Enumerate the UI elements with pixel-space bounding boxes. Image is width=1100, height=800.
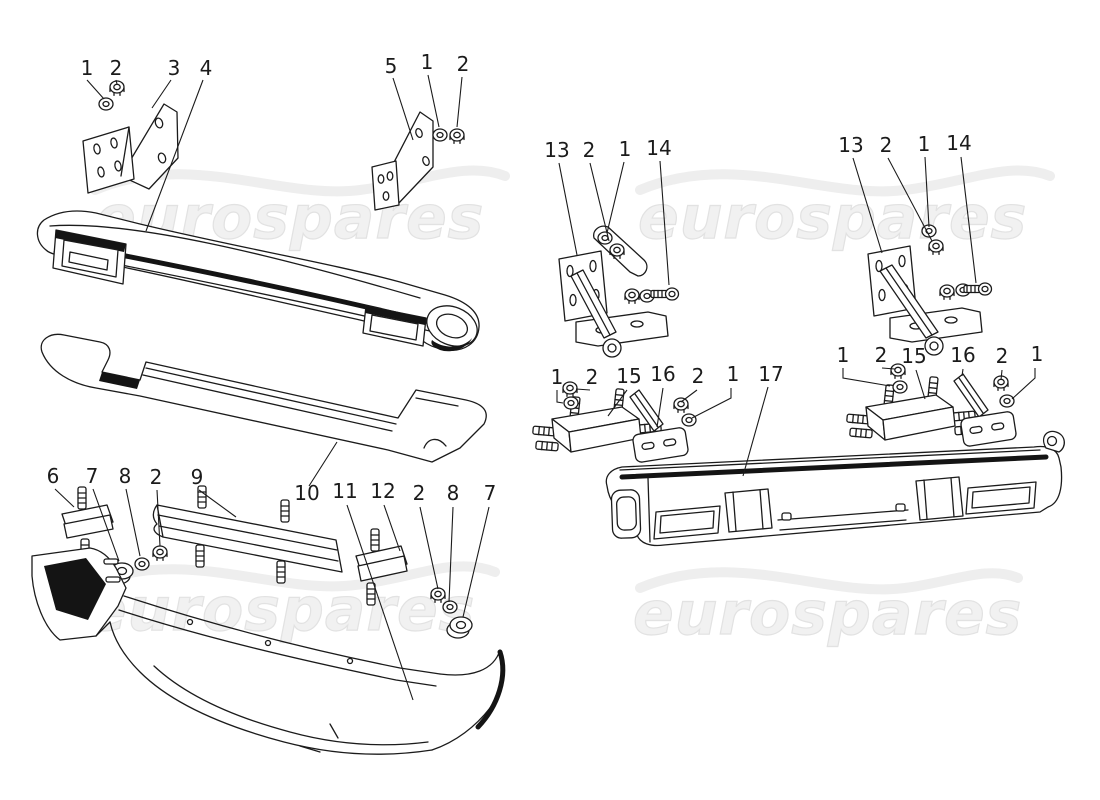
callout-label: 2 xyxy=(875,343,888,367)
washer-icon xyxy=(892,380,908,394)
washer-icon xyxy=(597,231,613,245)
callout-label: 1 xyxy=(1031,342,1044,366)
washer-icon xyxy=(134,557,150,571)
callout-label: 14 xyxy=(946,131,971,155)
callout-label: 2 xyxy=(583,138,596,162)
callout-label: 1 xyxy=(619,137,632,161)
bolt-icon xyxy=(650,287,680,301)
watermark-text: eurospares xyxy=(638,183,1027,253)
callout-label: 2 xyxy=(110,56,123,80)
callout-label: 12 xyxy=(370,479,395,503)
stud-icon xyxy=(535,440,559,452)
rear-rod-plate-right-drawing xyxy=(953,373,1017,447)
callout-label: 1 xyxy=(421,50,434,74)
callout-label: 13 xyxy=(544,138,569,162)
bumper-mount-left-drawing xyxy=(61,486,168,585)
callout-label: 2 xyxy=(996,344,1009,368)
watermark-bottom-right: eurospares xyxy=(632,567,1023,650)
stud-icon xyxy=(849,427,873,439)
callout-label: 8 xyxy=(119,464,132,488)
stud-icon xyxy=(370,528,380,552)
callout-label: 1 xyxy=(918,132,931,156)
callout-label: 1 xyxy=(81,56,94,80)
stud-icon xyxy=(280,499,290,523)
stud-icon xyxy=(846,413,870,425)
callout-label: 13 xyxy=(838,133,863,157)
rear-damper-right-drawing xyxy=(867,224,993,356)
washer-icon xyxy=(432,128,448,142)
callout-label: 15 xyxy=(901,344,926,368)
callout-label: 5 xyxy=(385,54,398,78)
callout-label: 7 xyxy=(484,481,497,505)
callout-numbers: 1 2 3 4 5 1 2 13 2 1 14 13 2 1 14 1 2 15… xyxy=(47,50,1044,505)
nut-icon xyxy=(673,397,689,414)
rear-damper-left-drawing xyxy=(558,225,680,358)
rear-bumper-drawing xyxy=(605,430,1065,547)
front-side-bracket-drawing xyxy=(371,111,465,211)
callout-label: 16 xyxy=(650,362,675,386)
callout-label: 2 xyxy=(457,52,470,76)
callout-label: 7 xyxy=(86,464,99,488)
rear-rod-plate-left-drawing xyxy=(629,389,697,463)
callout-label: 2 xyxy=(150,465,163,489)
swoosh-graphic xyxy=(635,165,1055,197)
callout-label: 1 xyxy=(727,362,740,386)
callout-label: 6 xyxy=(47,464,60,488)
nut-icon xyxy=(624,288,640,305)
callout-label: 2 xyxy=(413,481,426,505)
stud-icon xyxy=(195,544,205,568)
stud-icon xyxy=(532,425,556,437)
front-spoiler-drawing xyxy=(31,547,506,755)
nut-icon xyxy=(152,545,168,562)
callout-label: 2 xyxy=(880,133,893,157)
watermark-text: eurospares xyxy=(633,579,1022,649)
stud-icon xyxy=(197,485,207,509)
callout-label: 15 xyxy=(616,364,641,388)
front-bumper-bracket-drawing xyxy=(82,80,179,194)
callout-label: 17 xyxy=(758,362,783,386)
callout-label: 3 xyxy=(168,56,181,80)
callout-label: 1 xyxy=(551,365,564,389)
callout-label: 2 xyxy=(586,365,599,389)
front-bumper-drawing xyxy=(36,210,480,352)
nut-icon xyxy=(939,284,955,301)
callout-label: 14 xyxy=(646,136,671,160)
callout-label: 9 xyxy=(191,465,204,489)
washer-icon xyxy=(563,396,579,410)
watermark-bottom-left: eurospares xyxy=(83,561,500,646)
washer-icon xyxy=(98,97,114,111)
callout-label: 2 xyxy=(692,364,705,388)
stud-icon xyxy=(77,486,87,510)
callout-label: 1 xyxy=(837,343,850,367)
swoosh-graphic xyxy=(90,165,510,197)
nut-icon xyxy=(449,128,465,145)
nut-icon xyxy=(562,381,578,398)
washer-icon xyxy=(681,413,697,427)
stud-icon xyxy=(276,560,286,584)
callout-label: 11 xyxy=(332,479,357,503)
callout-label: 8 xyxy=(447,481,460,505)
washer-icon xyxy=(442,600,458,614)
callout-label: 16 xyxy=(950,343,975,367)
stud-icon xyxy=(366,582,376,606)
rear-mount-pad-left-drawing xyxy=(532,381,662,453)
rear-mount-pad-right-drawing xyxy=(846,363,978,441)
watermark-top-right: eurospares xyxy=(635,165,1055,254)
leader-lines xyxy=(54,74,1036,701)
callout-label: 10 xyxy=(294,481,319,505)
watermark-text: eurospares xyxy=(86,575,475,645)
leaf-spring-bar-drawing xyxy=(152,485,343,584)
washer-icon xyxy=(999,394,1015,408)
callout-label: 4 xyxy=(200,56,213,80)
bumper-rubber-strip-drawing xyxy=(40,333,487,463)
swoosh-graphic xyxy=(635,567,1023,595)
